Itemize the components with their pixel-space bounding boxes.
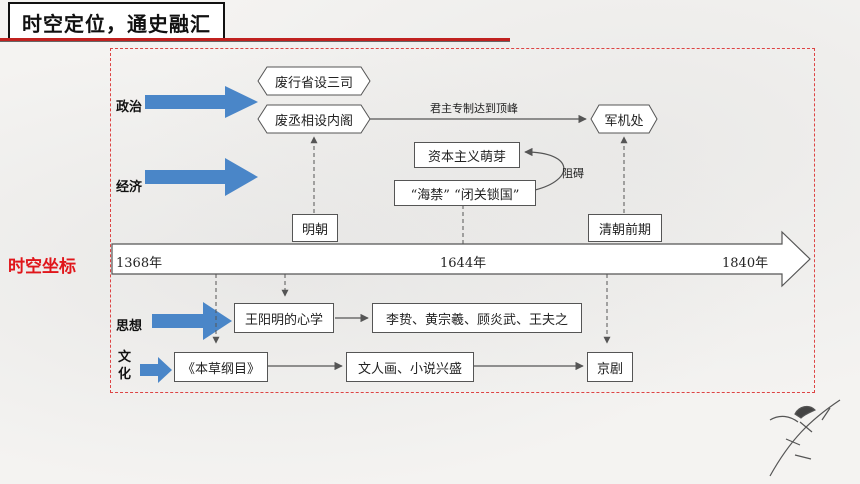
title-underline-red: [0, 38, 510, 41]
page-title: 时空定位，通史融汇: [8, 2, 225, 42]
timeline-mid: 1644年: [440, 256, 487, 271]
bird-branch-decoration: [769, 399, 841, 477]
node-abolish-chancellor: 废丞相设内阁: [257, 104, 371, 134]
diagram-frame: [110, 48, 815, 393]
node-military-office: 军机处: [590, 104, 658, 134]
category-economy: 经济: [116, 180, 143, 195]
politics-arrow-icon: [145, 86, 258, 118]
side-label: 时空坐标: [8, 257, 76, 277]
node-sea-ban: “海禁” “闭关锁国”: [394, 180, 536, 206]
node-peking-opera: 京剧: [587, 352, 633, 382]
node-wang-yangming: 王阳明的心学: [234, 303, 334, 333]
node-abolish-province-label: 废行省设三司: [274, 75, 353, 91]
culture-arrow-icon: [140, 357, 172, 383]
node-military-office-label: 军机处: [604, 113, 644, 129]
edge-label-hinder: 阻碍: [562, 167, 584, 180]
category-politics: 政治: [116, 100, 143, 115]
node-ming: 明朝: [292, 214, 338, 242]
node-capitalism: 资本主义萌芽: [414, 142, 520, 168]
timeline-arrow: [111, 230, 811, 288]
economy-arrow-icon: [145, 158, 258, 196]
title-underline-gray: [0, 41, 510, 42]
timeline-start: 1368年: [116, 256, 163, 271]
node-abolish-province: 废行省设三司: [257, 66, 371, 96]
timeline-end: 1840年: [722, 256, 769, 271]
node-abolish-chancellor-label: 废丞相设内阁: [274, 113, 353, 129]
edge-label-autocracy-peak: 君主专制达到顶峰: [430, 102, 518, 115]
header: 时空定位，通史融汇: [0, 0, 250, 42]
category-thought: 思想: [116, 319, 143, 334]
node-literati: 文人画、小说兴盛: [346, 352, 474, 382]
node-early-qing: 清朝前期: [588, 214, 662, 242]
node-materia-medica: 《本草纲目》: [174, 352, 268, 382]
category-culture-1: 文: [118, 350, 132, 365]
category-culture-2: 化: [118, 367, 132, 382]
thought-arrow-icon: [152, 302, 232, 340]
node-thinkers: 李贽、黄宗羲、顾炎武、王夫之: [372, 303, 582, 333]
